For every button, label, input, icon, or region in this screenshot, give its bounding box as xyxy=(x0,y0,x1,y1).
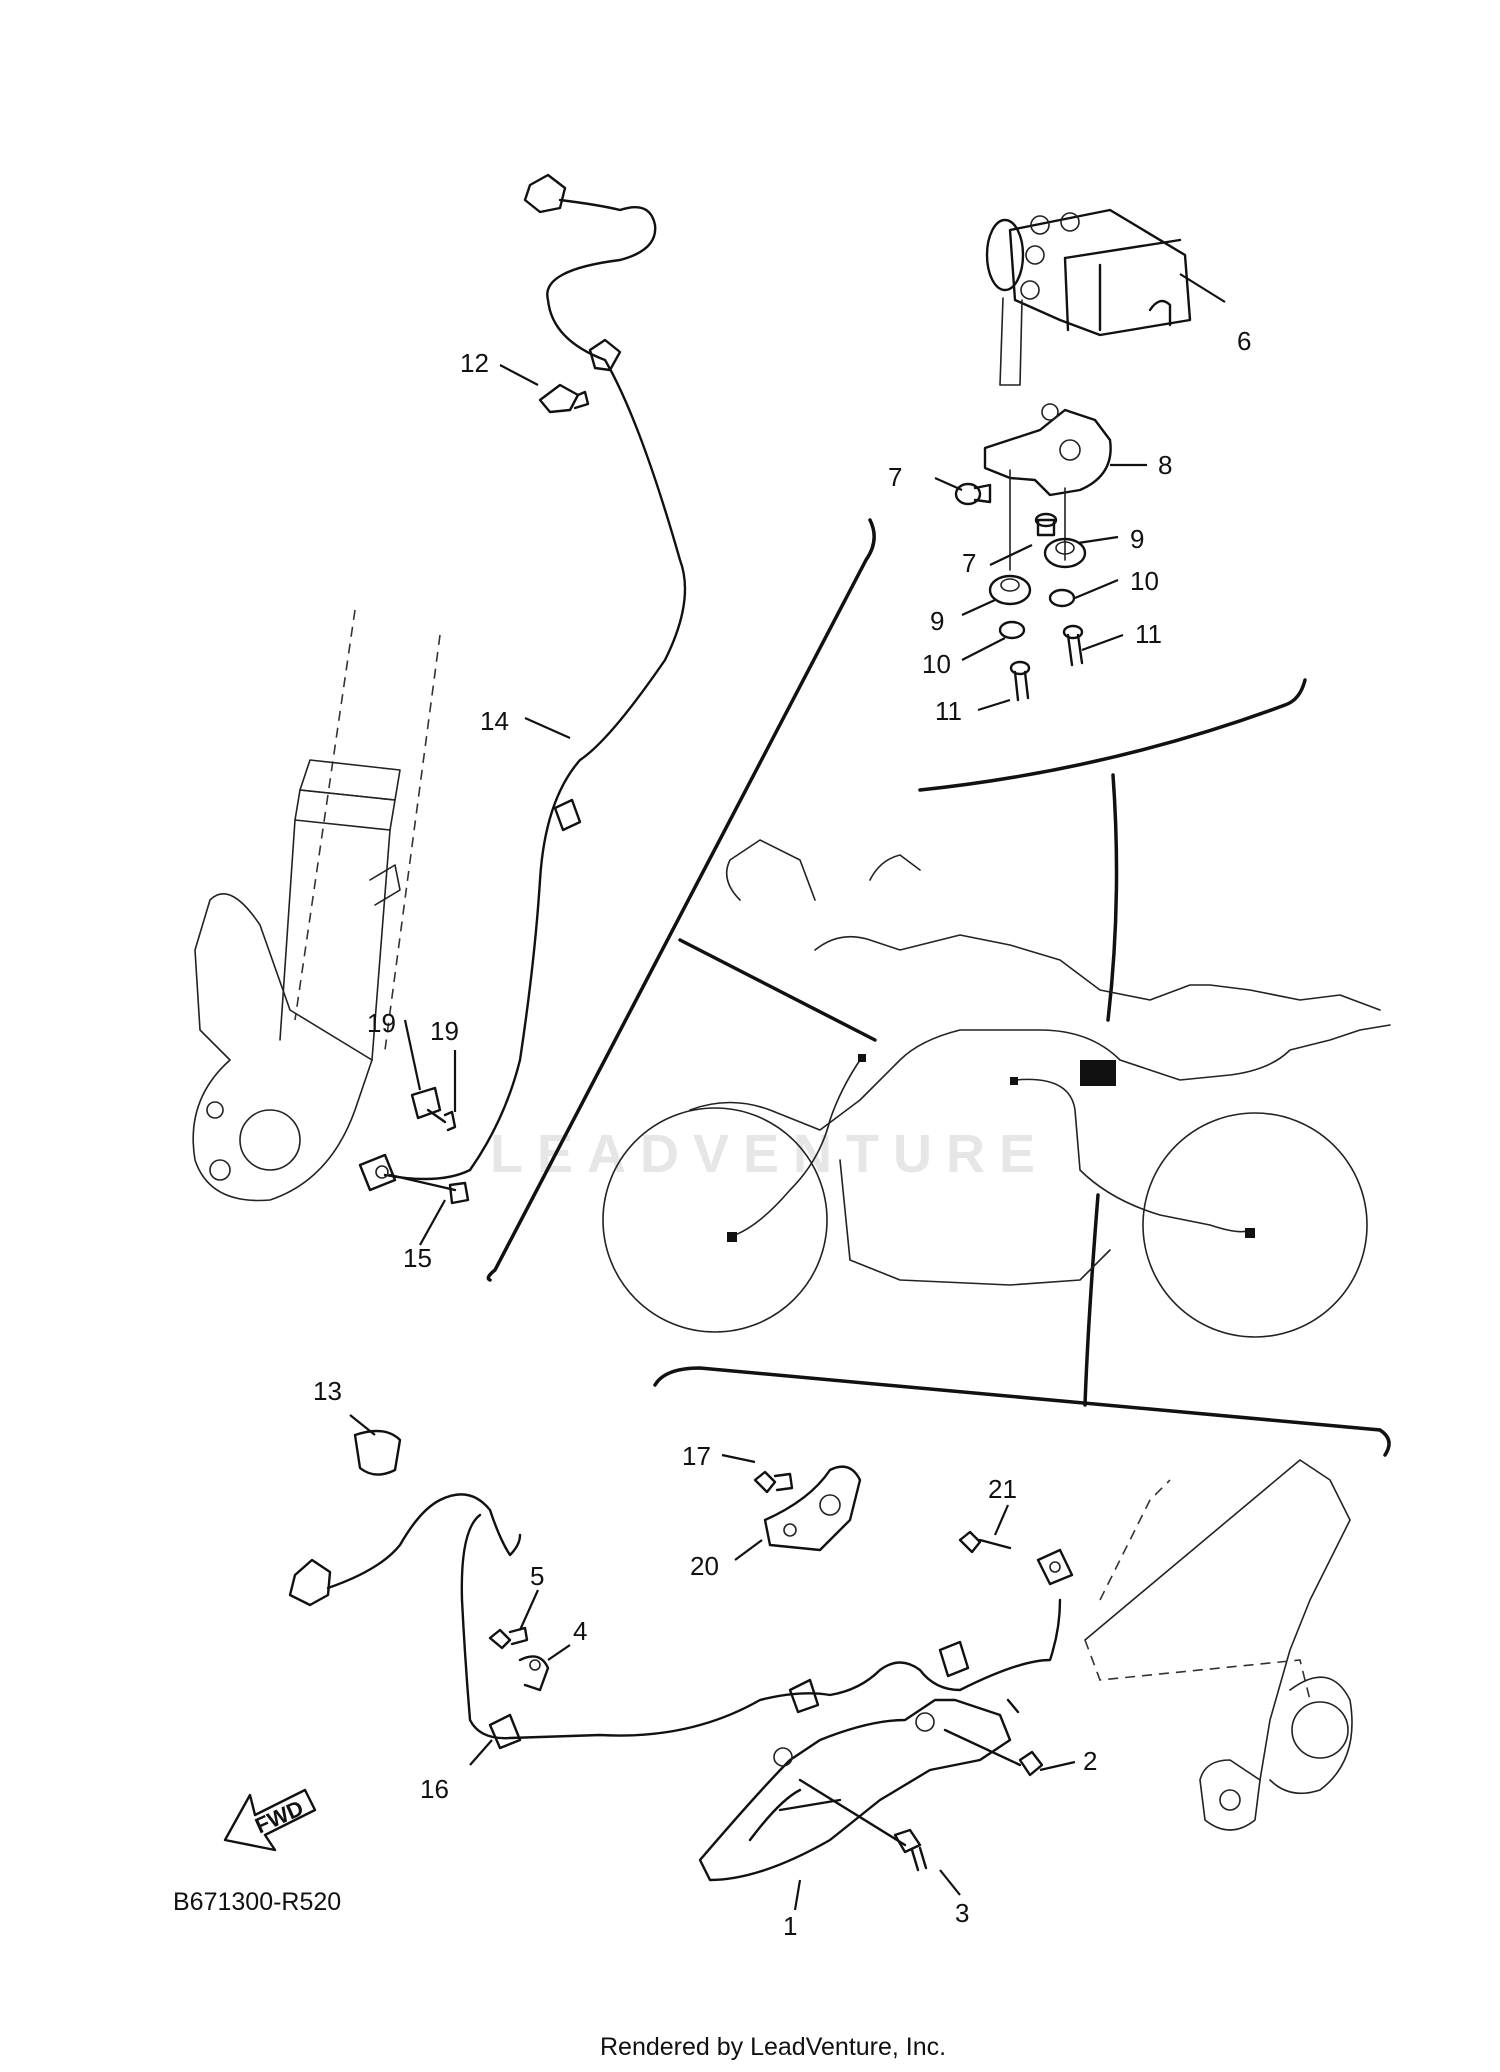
callout-21: 21 xyxy=(988,1474,1017,1504)
rear-sensor-lead xyxy=(288,1429,1074,1750)
callout-6: 6 xyxy=(1237,326,1251,356)
render-credit: Rendered by LeadVenture, Inc. xyxy=(600,2033,946,2061)
callout-12: 12 xyxy=(460,348,489,378)
callout-1: 1 xyxy=(783,1911,797,1941)
callout-11: 11 xyxy=(935,696,962,726)
abs-hydraulic-unit xyxy=(985,208,1192,386)
callout-labels: 6 8 7 7 9 9 10 10 11 11 12 14 19 19 15 1… xyxy=(313,326,1251,1941)
motorcycle-overview xyxy=(602,839,1391,1338)
callout-15: 15 xyxy=(403,1243,432,1273)
rear-caliper-bracket xyxy=(698,1698,1044,1882)
callout-5: 5 xyxy=(530,1561,544,1591)
callout-20: 20 xyxy=(690,1551,719,1581)
callout-14: 14 xyxy=(480,706,509,736)
callout-4: 4 xyxy=(573,1616,587,1646)
section-dividers xyxy=(486,518,1391,1457)
watermark: LEADVENTURE xyxy=(490,1124,1049,1184)
callout-10: 10 xyxy=(922,649,951,679)
callout-9: 9 xyxy=(930,606,944,636)
callout-19: 19 xyxy=(430,1016,459,1046)
front-fork xyxy=(192,609,470,1205)
abs-bracket-and-hardware xyxy=(954,403,1112,702)
callout-18: 19 xyxy=(367,1008,396,1038)
diagram-code: B671300-R520 xyxy=(173,1888,341,1916)
callout-2: 2 xyxy=(1083,1746,1097,1776)
fwd-arrow: FWD xyxy=(223,1788,317,1852)
callout-8: 8 xyxy=(1158,450,1172,480)
callout-10: 10 xyxy=(1130,566,1159,596)
callout-13: 13 xyxy=(313,1376,342,1406)
callout-9: 9 xyxy=(1130,524,1144,554)
front-sensor-lead xyxy=(383,173,687,1181)
callout-7: 7 xyxy=(888,462,902,492)
swingarm xyxy=(1084,1459,1353,1831)
leader-lines xyxy=(349,273,1226,1911)
abs-unit-location-marker xyxy=(1080,1060,1116,1086)
callout-7: 7 xyxy=(962,548,976,578)
callout-17: 17 xyxy=(682,1441,711,1471)
callout-16: 16 xyxy=(420,1774,449,1804)
callout-11: 11 xyxy=(1135,619,1162,649)
callout-3: 3 xyxy=(955,1898,969,1928)
